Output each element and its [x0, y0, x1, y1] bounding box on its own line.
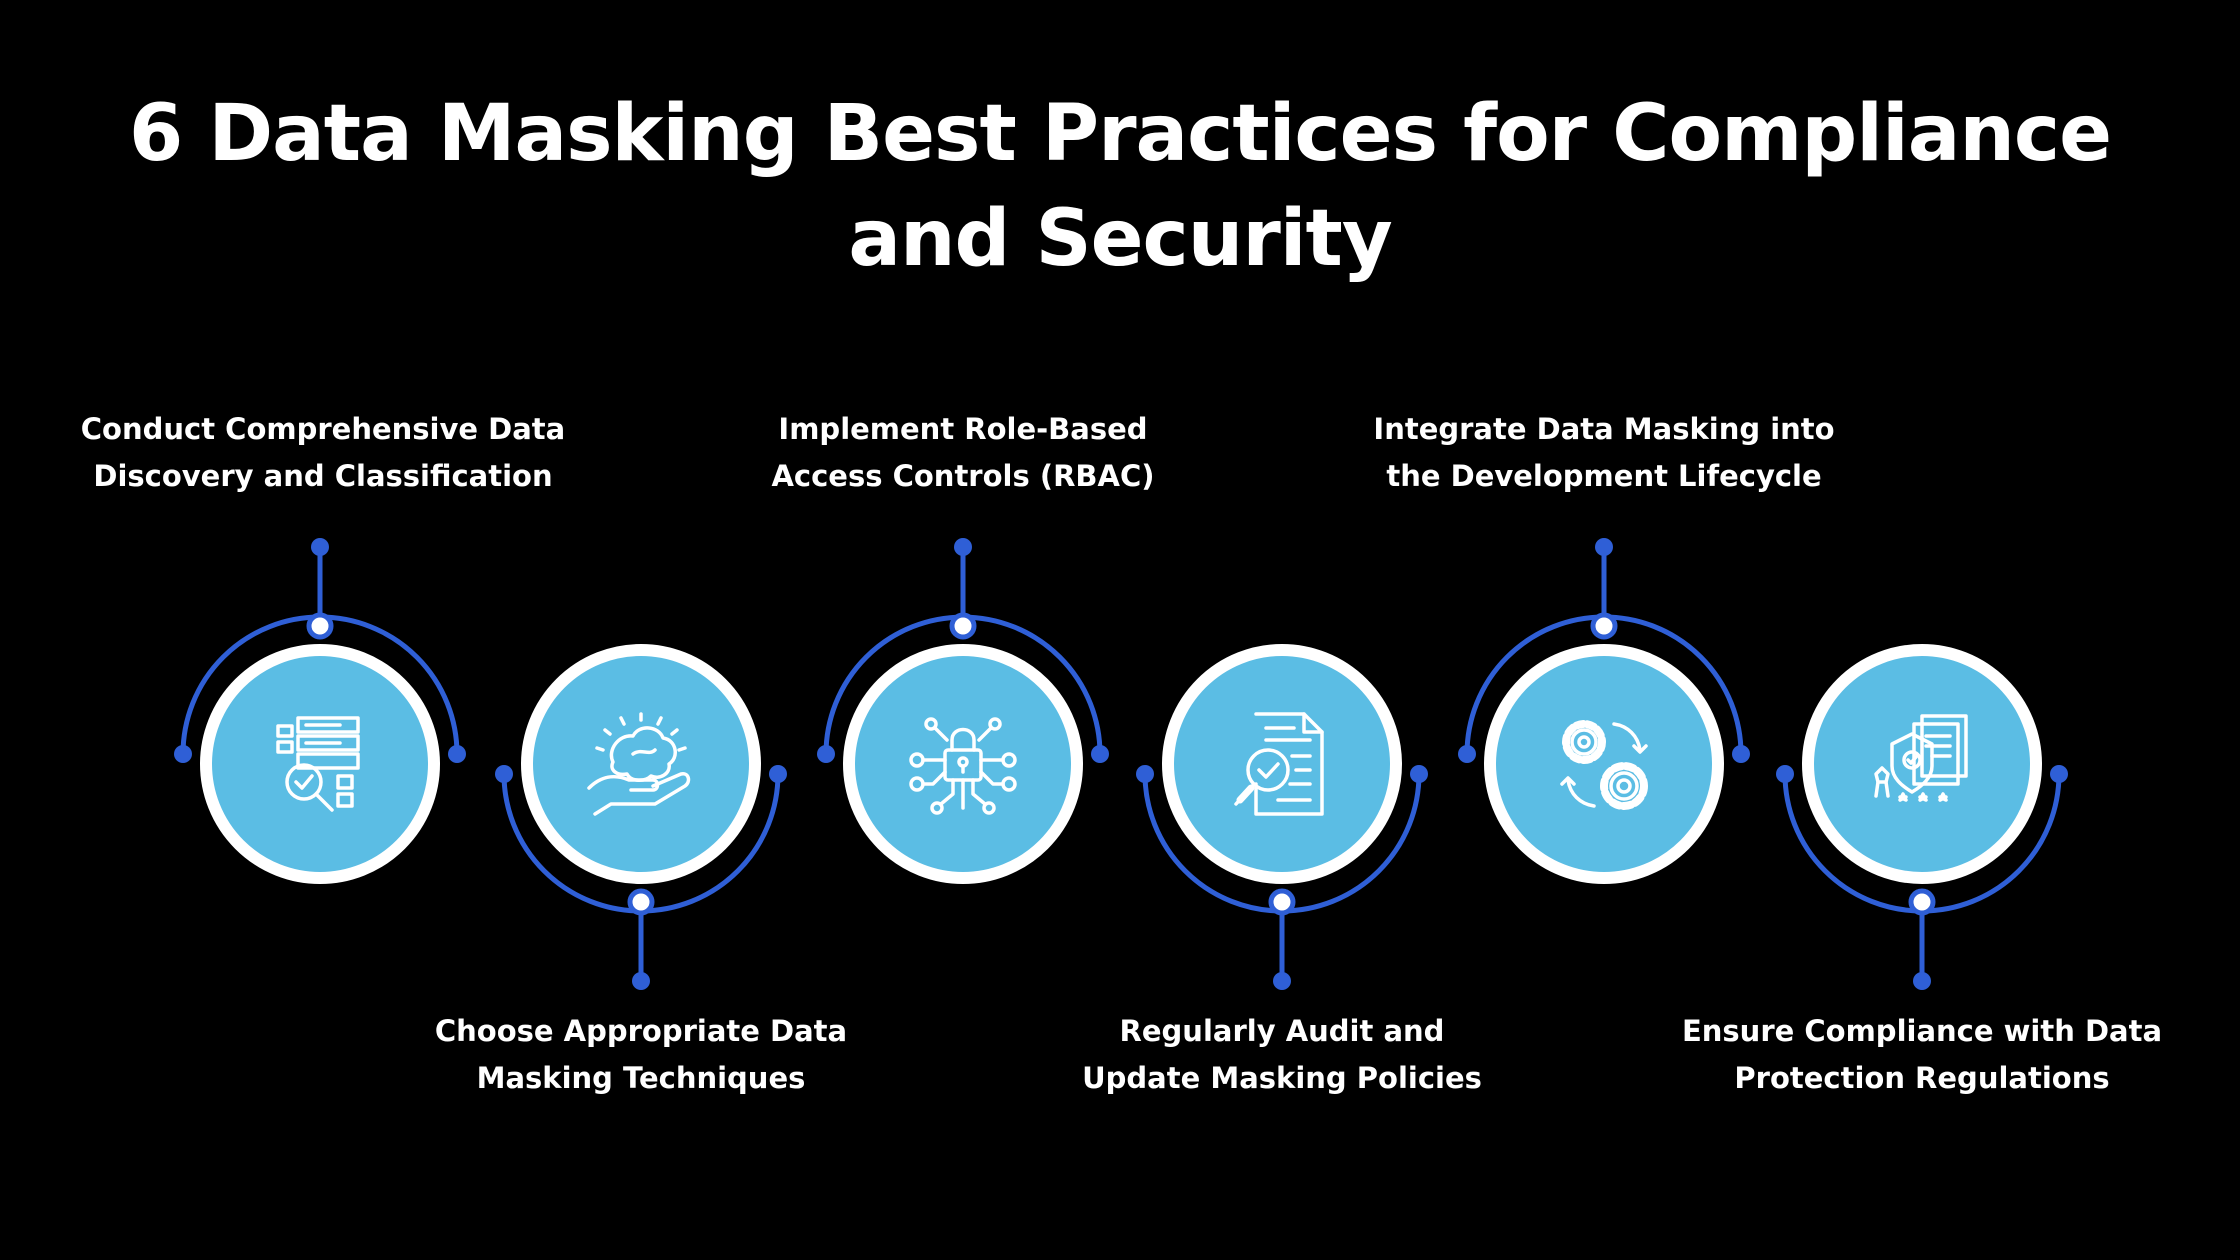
- step-1-label-line-1: Conduct Comprehensive Data: [80, 412, 566, 446]
- padlock-network-icon: [909, 717, 1017, 815]
- step-4-label-line-1: Regularly Audit and: [1119, 1014, 1445, 1048]
- step-1-label: Conduct Comprehensive Data Discovery and…: [63, 406, 583, 500]
- step-2-label-line-1: Choose Appropriate Data: [434, 1014, 848, 1048]
- step-4-right-dot: [1410, 765, 1428, 783]
- step-4-circle: [1162, 644, 1402, 884]
- step-3-node: [817, 538, 1109, 884]
- step-3-label-line-2: Access Controls (RBAC): [771, 459, 1155, 493]
- step-2-end-dot: [632, 972, 650, 990]
- title-line-1: 6 Data Masking Best Practices for Compli…: [128, 89, 2112, 179]
- step-2-label-line-2: Masking Techniques: [476, 1061, 806, 1095]
- step-3-junction: [949, 612, 977, 640]
- step-5-node: [1458, 538, 1750, 884]
- step-1-end-dot: [311, 538, 329, 556]
- step-6-label-line-1: Ensure Compliance with Data: [1681, 1014, 2163, 1048]
- step-1-left-dot: [174, 745, 192, 763]
- step-2-node: [495, 644, 787, 990]
- document-audit-icon: [1234, 712, 1324, 816]
- step-4-end-dot: [1273, 972, 1291, 990]
- step-4-left-dot: [1136, 765, 1154, 783]
- step-3-label-line-1: Implement Role-Based: [778, 412, 1148, 446]
- step-4-label: Regularly Audit and Update Masking Polic…: [1022, 1008, 1542, 1102]
- step-6-right-dot: [2050, 765, 2068, 783]
- step-1-junction: [306, 612, 334, 640]
- step-6-junction: [1908, 888, 1936, 916]
- certificate-shield-icon: [1874, 714, 1968, 802]
- title-line-2: and Security: [848, 194, 1392, 284]
- step-2-circle: [521, 644, 761, 884]
- step-1-label-line-2: Discovery and Classification: [93, 459, 553, 493]
- step-6-node: [1776, 644, 2068, 990]
- step-5-label-line-1: Integrate Data Masking into: [1373, 412, 1835, 446]
- step-5-label: Integrate Data Masking into the Developm…: [1344, 406, 1864, 500]
- step-2-junction: [627, 888, 655, 916]
- page-title: 6 Data Masking Best Practices for Compli…: [120, 82, 2120, 292]
- gears-icon: [1560, 720, 1648, 810]
- step-6-end-dot: [1913, 972, 1931, 990]
- step-6-label-line-2: Protection Regulations: [1734, 1061, 2110, 1095]
- step-5-circle: [1484, 644, 1724, 884]
- step-3-right-dot: [1091, 745, 1109, 763]
- step-5-label-line-2: the Development Lifecycle: [1386, 459, 1822, 493]
- step-6-label: Ensure Compliance with Data Protection R…: [1662, 1008, 2182, 1102]
- step-2-left-dot: [495, 765, 513, 783]
- step-1-circle: [200, 644, 440, 884]
- step-3-left-dot: [817, 745, 835, 763]
- step-2-label: Choose Appropriate Data Masking Techniqu…: [381, 1008, 901, 1102]
- step-4-node: [1136, 644, 1428, 990]
- step-5-left-dot: [1458, 745, 1476, 763]
- step-5-end-dot: [1595, 538, 1613, 556]
- step-3-circle: [843, 644, 1083, 884]
- step-6-left-dot: [1776, 765, 1794, 783]
- step-5-junction: [1590, 612, 1618, 640]
- data-search-icon: [276, 716, 360, 812]
- step-1-right-dot: [448, 745, 466, 763]
- step-4-label-line-2: Update Masking Policies: [1082, 1061, 1482, 1095]
- step-2-right-dot: [769, 765, 787, 783]
- hand-brain-icon: [587, 712, 691, 816]
- step-4-junction: [1268, 888, 1296, 916]
- step-1-node: [174, 538, 466, 884]
- step-5-right-dot: [1732, 745, 1750, 763]
- step-3-end-dot: [954, 538, 972, 556]
- step-3-label: Implement Role-Based Access Controls (RB…: [703, 406, 1223, 500]
